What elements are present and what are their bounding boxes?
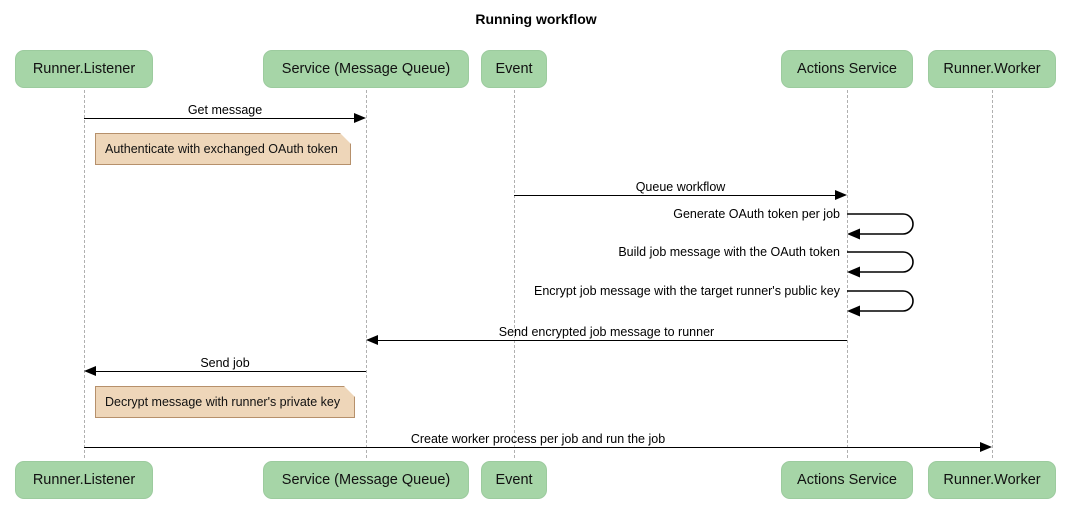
- arrowhead-send-job: [84, 365, 96, 376]
- message-label-build-job-message: Build job message with the OAuth token: [618, 245, 840, 259]
- participant-runner-listener-bottom[interactable]: Runner.Listener: [15, 461, 153, 499]
- self-message-build-job-message: [845, 246, 925, 284]
- participant-service-message-queue-bottom[interactable]: Service (Message Queue): [263, 461, 469, 499]
- message-label-queue-workflow: Queue workflow: [635, 180, 726, 194]
- participant-actions-service-bottom[interactable]: Actions Service: [781, 461, 913, 499]
- participant-label: Runner.Listener: [32, 472, 136, 488]
- note-text: Authenticate with exchanged OAuth token: [105, 142, 338, 156]
- arrowhead-queue-workflow: [835, 189, 847, 200]
- self-message-encrypt-job-message: [845, 285, 925, 323]
- page-title: Running workflow: [475, 11, 597, 27]
- lifeline-actions-service: [847, 90, 848, 458]
- participant-label: Service (Message Queue): [281, 61, 451, 77]
- participant-label: Runner.Worker: [943, 61, 1041, 77]
- participant-runner-worker-top[interactable]: Runner.Worker: [928, 50, 1056, 88]
- participant-label: Service (Message Queue): [281, 472, 451, 488]
- message-label-create-worker-process: Create worker process per job and run th…: [410, 432, 666, 446]
- participant-actions-service-top[interactable]: Actions Service: [781, 50, 913, 88]
- arrowhead-create-worker-process: [980, 441, 992, 452]
- note-fold-edge-icon: [343, 386, 355, 398]
- participant-label: Event: [495, 472, 533, 488]
- message-label-encrypt-job-message: Encrypt job message with the target runn…: [533, 284, 840, 298]
- participant-label: Event: [495, 61, 533, 77]
- message-line-get-message: [84, 118, 355, 119]
- message-line-send-job: [96, 371, 366, 372]
- participant-event-bottom[interactable]: Event: [481, 461, 547, 499]
- participant-label: Actions Service: [797, 61, 897, 77]
- message-label-send-encrypted-job-message: Send encrypted job message to runner: [498, 325, 715, 339]
- participant-label: Runner.Worker: [943, 472, 1041, 488]
- lifeline-runner-listener: [84, 90, 85, 458]
- message-line-send-encrypted-job-message: [378, 340, 847, 341]
- note-text: Decrypt message with runner's private ke…: [105, 395, 341, 409]
- note-fold-edge-icon: [339, 133, 351, 145]
- self-message-generate-oauth-token: [845, 208, 925, 246]
- lifeline-runner-worker: [992, 90, 993, 458]
- message-line-create-worker-process: [84, 447, 981, 448]
- participant-event-top[interactable]: Event: [481, 50, 547, 88]
- lifeline-service-message-queue: [366, 90, 367, 458]
- lifeline-event: [514, 90, 515, 458]
- arrowhead-send-encrypted-job-message: [366, 334, 378, 345]
- arrowhead-get-message: [354, 112, 366, 123]
- note-decrypt: Decrypt message with runner's private ke…: [95, 386, 355, 418]
- participant-service-message-queue-top[interactable]: Service (Message Queue): [263, 50, 469, 88]
- participant-label: Actions Service: [797, 472, 897, 488]
- participant-runner-listener-top[interactable]: Runner.Listener: [15, 50, 153, 88]
- message-label-get-message: Get message: [187, 103, 263, 117]
- message-line-queue-workflow: [514, 195, 836, 196]
- message-label-send-job: Send job: [200, 356, 250, 370]
- message-label-generate-oauth-token: Generate OAuth token per job: [673, 207, 840, 221]
- participant-label: Runner.Listener: [32, 61, 136, 77]
- note-authenticate: Authenticate with exchanged OAuth token: [95, 133, 351, 165]
- participant-runner-worker-bottom[interactable]: Runner.Worker: [928, 461, 1056, 499]
